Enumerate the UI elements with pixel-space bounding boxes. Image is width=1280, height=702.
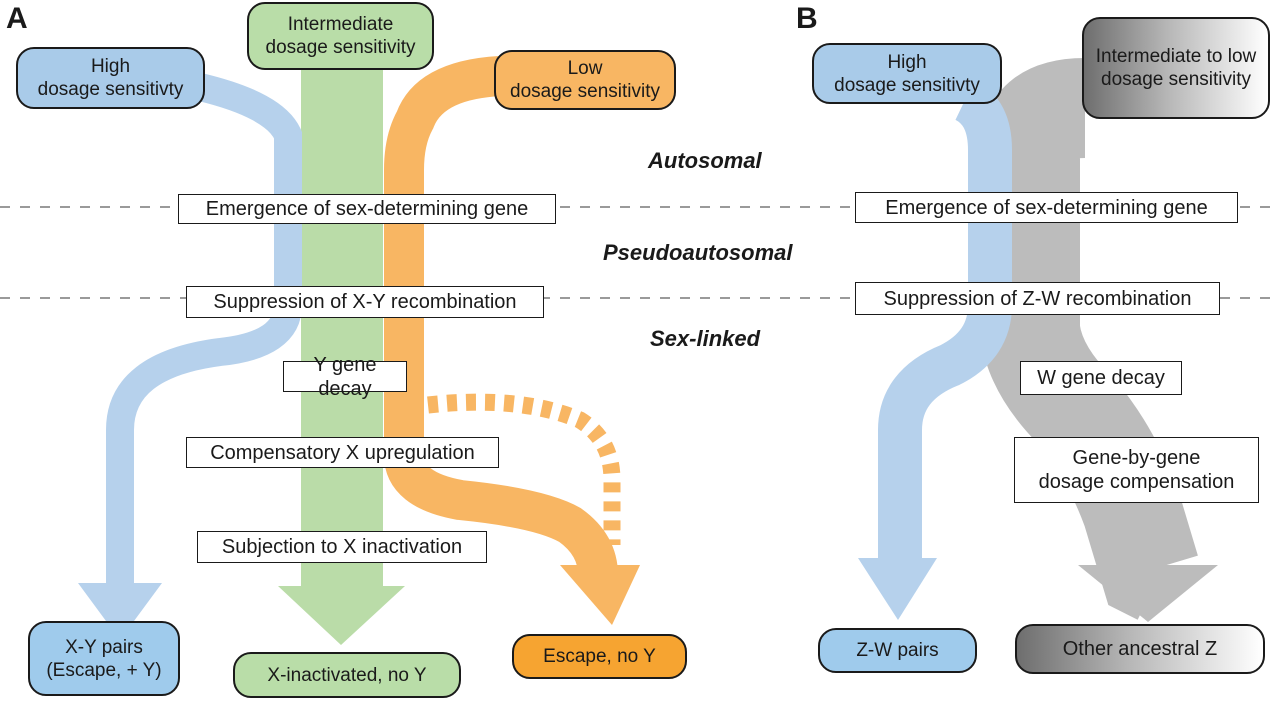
node-b-intermediate-low-sensitivity: Intermediate to low dosage sensitivity (1082, 17, 1270, 119)
node-a-low-sensitivity: Low dosage sensitivity (494, 50, 676, 110)
flow-a-intermediate (278, 68, 405, 645)
flow-a-high (106, 73, 302, 585)
flow-b-high (878, 80, 1012, 570)
flow-b-high-arrowhead (858, 558, 937, 620)
flow-a-low-dashed (427, 393, 621, 545)
outcome-xy-pairs: X-Y pairs (Escape, + Y) (28, 621, 180, 696)
step-b-suppression: Suppression of Z-W recombination (855, 282, 1220, 315)
flow-b-intermediate-low-arrowhead (1078, 565, 1218, 622)
outcome-zw-pairs: Z-W pairs (818, 628, 977, 673)
panel-b-label: B (796, 2, 818, 35)
flow-b-intermediate-low (980, 58, 1198, 620)
outcome-other-ancestral-z: Other ancestral Z (1015, 624, 1265, 674)
zone-autosomal: Autosomal (648, 148, 762, 173)
step-a-upregulation: Compensatory X upregulation (186, 437, 499, 468)
step-a-emergence: Emergence of sex-determining gene (178, 194, 556, 224)
node-a-intermediate-sensitivity: Intermediate dosage sensitivity (247, 2, 434, 70)
step-a-suppression: Suppression of X-Y recombination (186, 286, 544, 318)
step-a-y-decay: Y gene decay (283, 354, 407, 400)
step-b-gene-by-gene: Gene-by-gene dosage compensation (1014, 437, 1259, 503)
outcome-x-inactivated: X-inactivated, no Y (233, 652, 461, 698)
node-b-high-sensitivity: High dosage sensitivty (812, 43, 1002, 104)
panel-a-label: A (6, 2, 28, 35)
step-b-emergence: Emergence of sex-determining gene (855, 192, 1238, 223)
step-a-x-inactivation: Subjection to X inactivation (197, 531, 487, 563)
node-a-high-sensitivity: High dosage sensitivty (16, 47, 205, 109)
flow-a-low (384, 56, 618, 577)
flow-a-high-arrowhead (78, 583, 162, 640)
zone-pseudoautosomal: Pseudoautosomal (603, 240, 793, 265)
zone-sex-linked: Sex-linked (650, 326, 761, 351)
flow-a-low-arrowhead (560, 565, 640, 625)
outcome-escape-no-y: Escape, no Y (512, 634, 687, 679)
step-b-w-decay: W gene decay (1020, 361, 1182, 395)
